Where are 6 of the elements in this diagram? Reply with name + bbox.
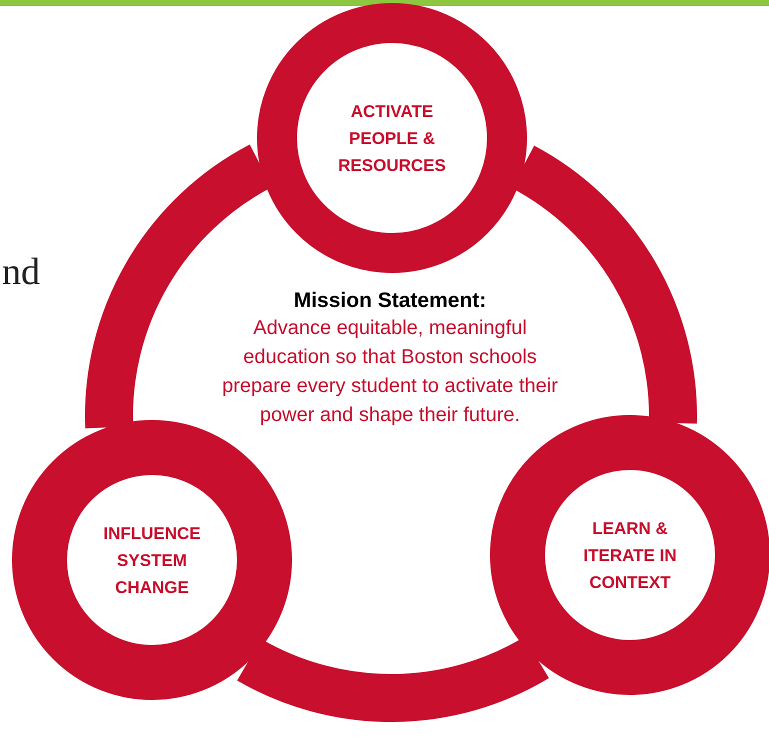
mission-text: Advance equitable, meaningful education so that Boston schools prepare every student to activate their power and shape their future. [221,316,559,428]
cropped-text: nd [2,250,40,294]
circle-label: ACTIVATE PEOPLE & RESOURCES [337,100,447,176]
mission-heading: Mission Statement: [294,288,486,314]
circle-label: INFLUENCE SYSTEM CHANGE [102,522,202,598]
circle-label: LEARN & ITERATE IN CONTEXT [582,518,678,594]
